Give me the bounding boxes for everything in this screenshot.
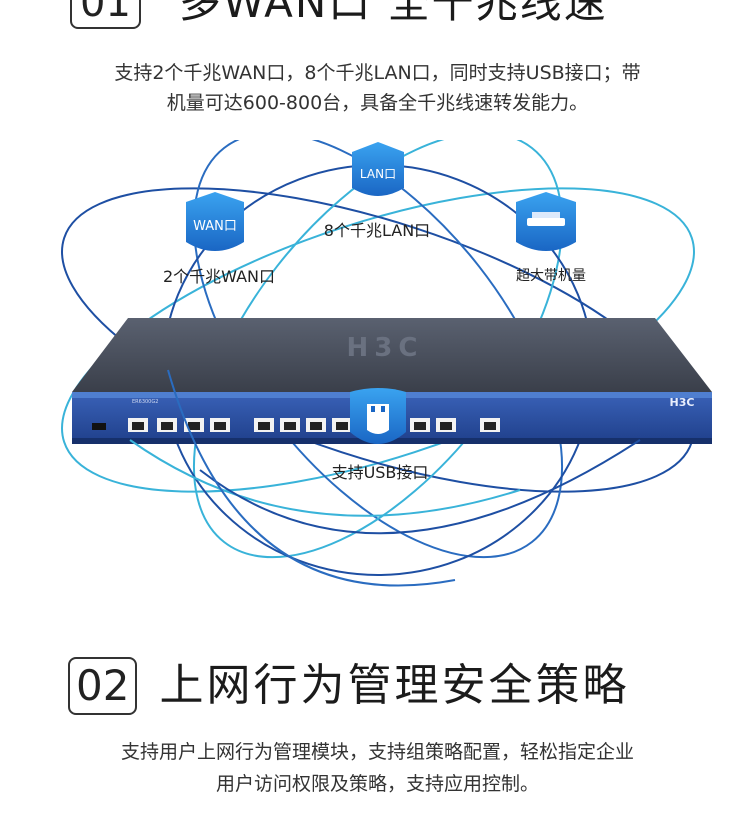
bandwidth-badge (516, 192, 576, 251)
wan-badge-text: WAN口 (193, 219, 237, 234)
section2-desc-line1: 支持用户上网行为管理模块，支持组策略配置，轻松指定企业 (120, 741, 634, 763)
wan-badge: WAN口 (186, 192, 244, 251)
section2-description: 支持用户上网行为管理模块，支持组策略配置，轻松指定企业 用户访问权限及策略，支持… (0, 736, 755, 800)
bandwidth-label: 超大带机量 (516, 268, 586, 284)
lan-badge-text: LAN口 (360, 167, 396, 181)
ethernet-port-socket (161, 422, 173, 430)
section2-number: 02 (68, 657, 138, 715)
ethernet-port-socket (484, 422, 496, 430)
section1-desc-line1: 支持2个千兆WAN口，8个千兆LAN口，同时支持USB接口；带 (114, 62, 641, 84)
usb-badge (350, 388, 406, 444)
ethernet-port-socket (214, 422, 226, 430)
ethernet-port-socket (132, 422, 144, 430)
router-icon (527, 218, 565, 226)
usb-port (92, 423, 106, 430)
ethernet-port-socket (414, 422, 426, 430)
section2-desc-line2: 用户访问权限及策略，支持应用控制。 (215, 773, 539, 795)
device-model: ER6300G2 (132, 399, 158, 405)
ethernet-port-socket (284, 422, 296, 430)
lan-badge: LAN口 (352, 142, 404, 196)
section1-title: 多WAN口 全千兆线速 (178, 0, 608, 27)
device-top-logo: H3C (347, 333, 424, 363)
wan-label: 2个千兆WAN口 (163, 267, 275, 286)
section2-title: 上网行为管理安全策略 (159, 660, 630, 711)
ethernet-port-socket (258, 422, 270, 430)
section1-number: 01 (70, 0, 141, 29)
section1-description: 支持2个千兆WAN口，8个千兆LAN口，同时支持USB接口；带 机量可达600-… (0, 58, 755, 118)
lan-label: 8个千兆LAN口 (324, 221, 430, 240)
router-diagram: H3C H3C ER6300G2 LAN口 8个千兆LAN口 WAN口 2个千兆… (61, 140, 712, 587)
usb-icon (367, 404, 389, 434)
device-front-logo: H3C (670, 396, 695, 409)
section2-heading: 02 上网行为管理安全策略 (68, 656, 629, 716)
section1-desc-line2: 机量可达600-800台，具备全千兆线速转发能力。 (166, 92, 589, 114)
ethernet-port-socket (336, 422, 348, 430)
section1-heading: 01 多WAN口 全千兆线速 (70, 0, 608, 29)
ethernet-port-socket (188, 422, 200, 430)
ethernet-port-socket (310, 422, 322, 430)
ethernet-port-socket (440, 422, 452, 430)
usb-label: 支持USB接口 (332, 463, 429, 482)
orbit-rings-front (129, 369, 641, 587)
ethernet-ports (128, 418, 500, 432)
